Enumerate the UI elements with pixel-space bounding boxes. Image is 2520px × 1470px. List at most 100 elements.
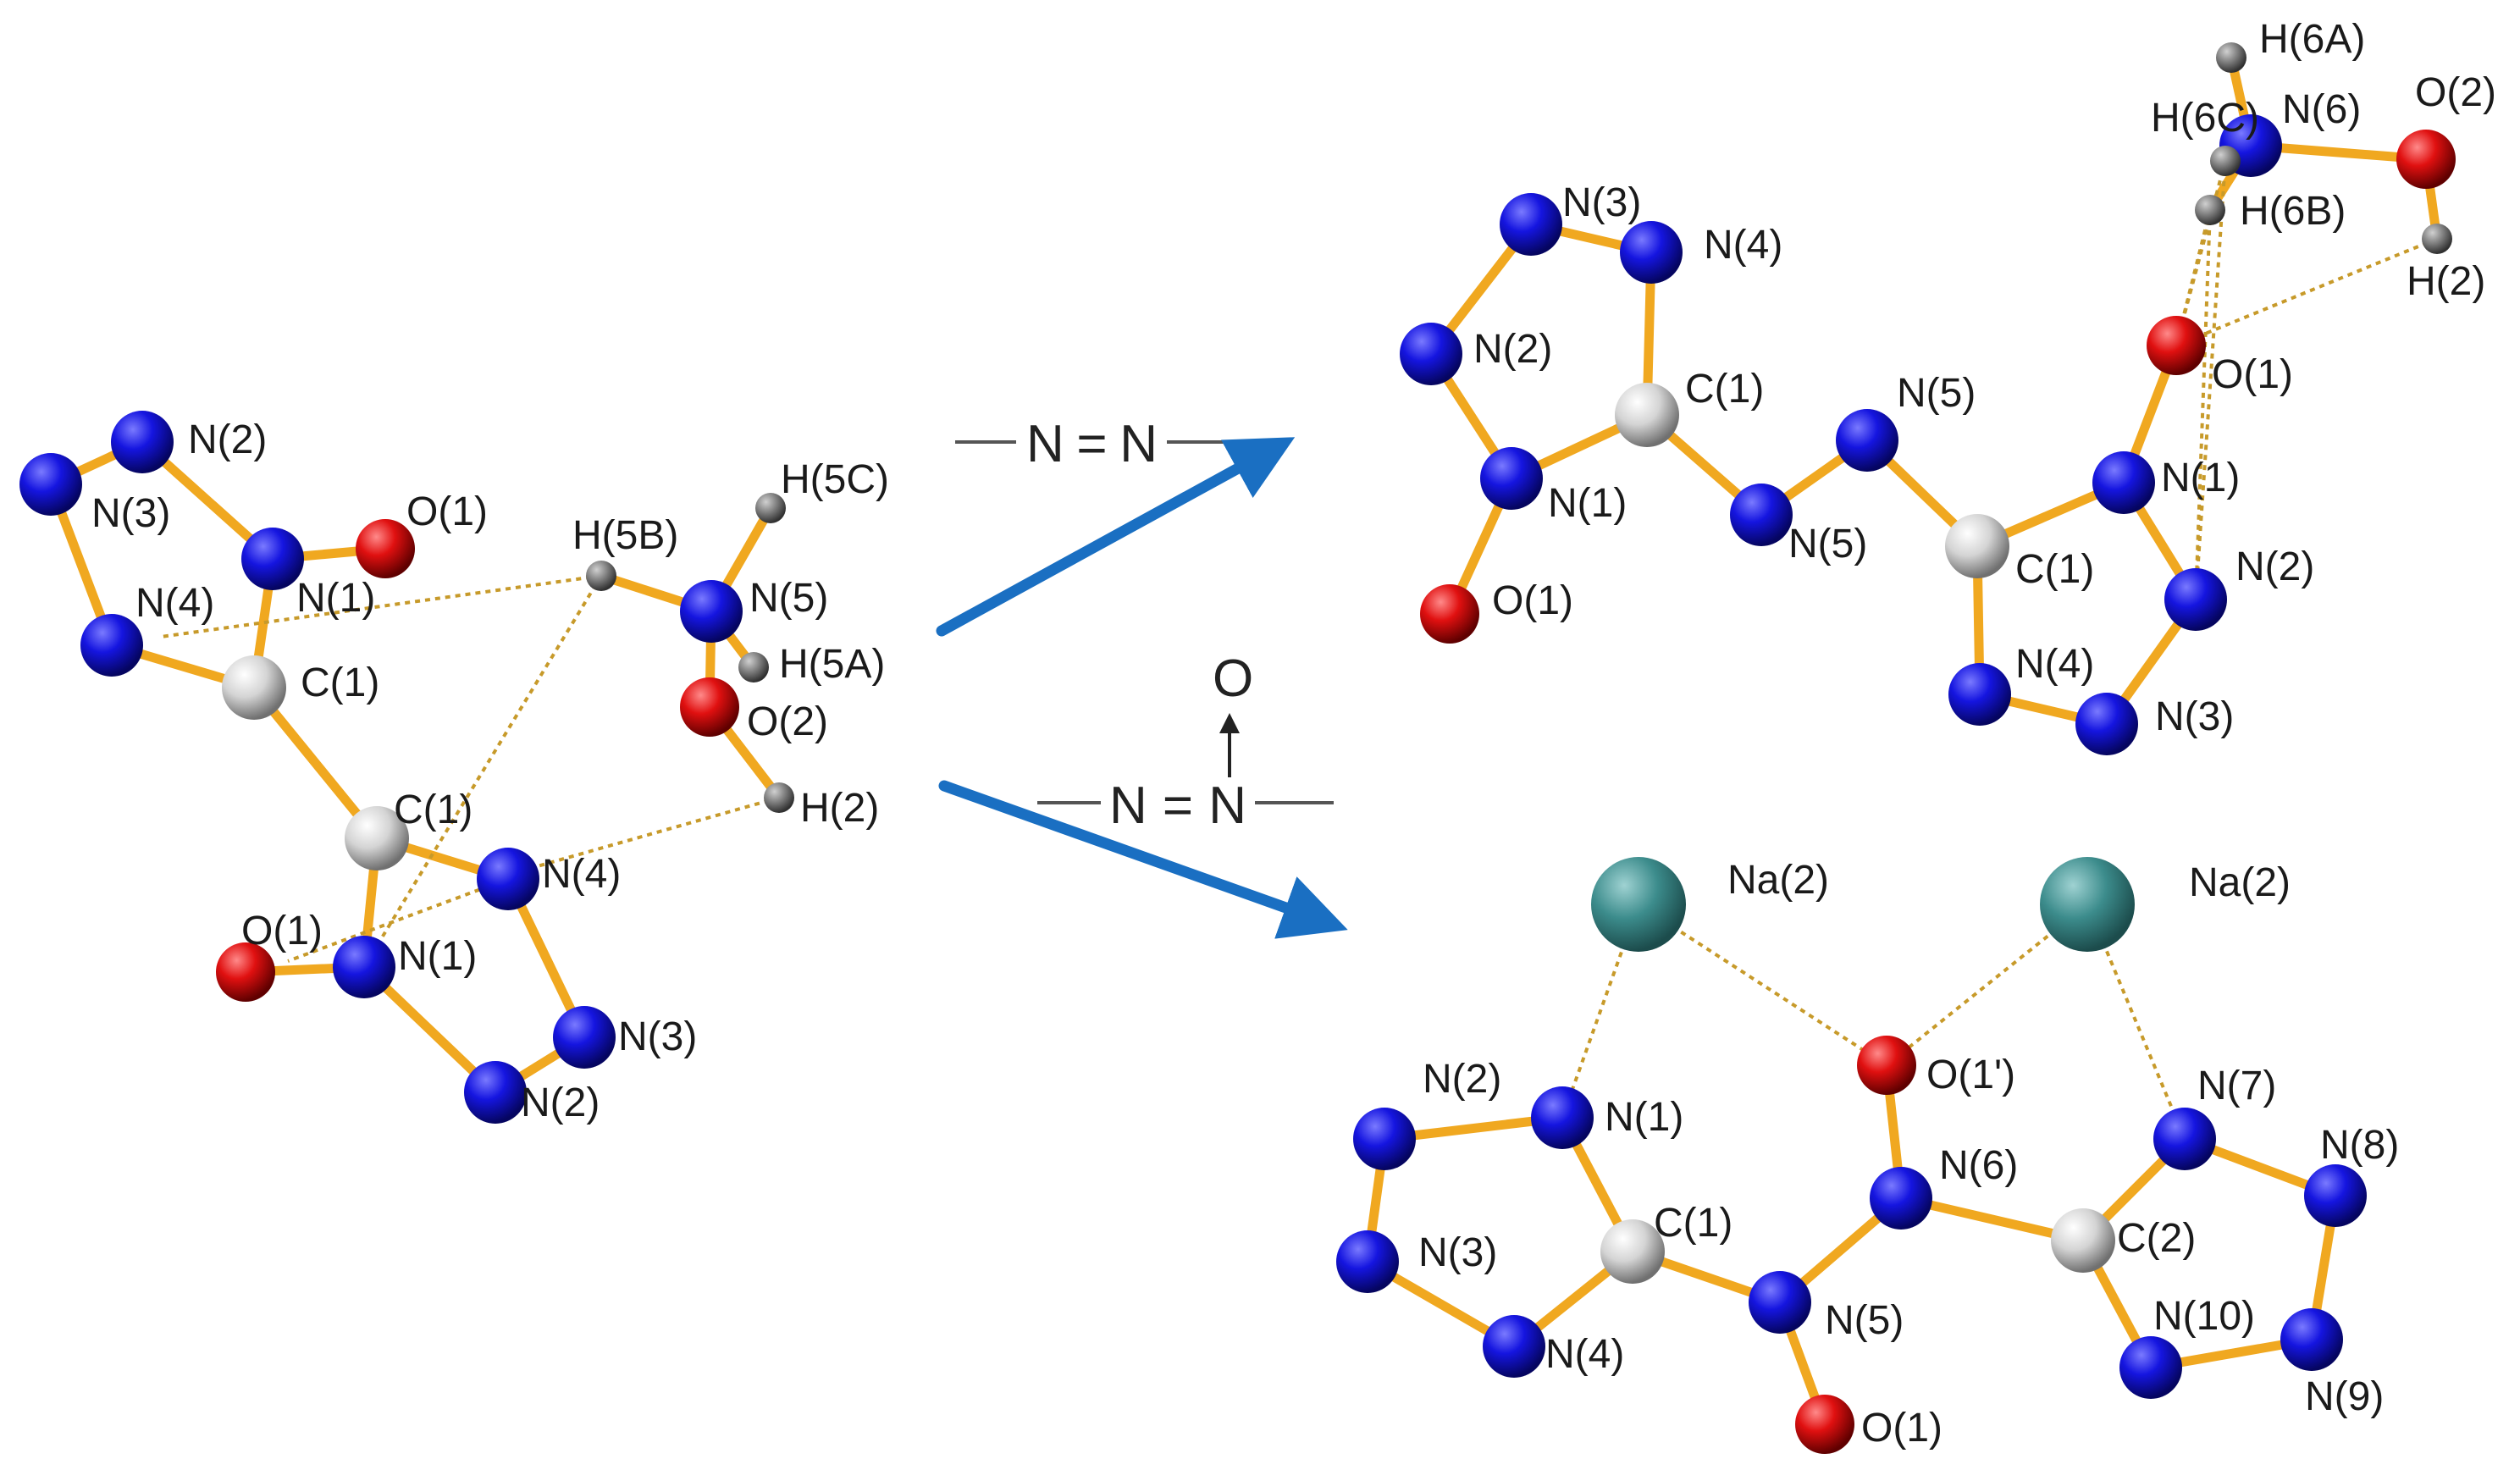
atom-nitrogen	[1400, 323, 1462, 385]
atom-label: C(1)	[2015, 547, 2094, 592]
atom-label: Na(2)	[1727, 858, 1829, 903]
atom-label: N(5)	[1825, 1298, 1904, 1343]
atom-oxygen	[2147, 316, 2206, 375]
atom-nitrogen	[1836, 409, 1898, 472]
atom-label: C(1)	[394, 788, 472, 832]
atom-hydrogen	[764, 782, 794, 813]
atom-hydrogen	[2422, 224, 2452, 254]
atom-hydrogen	[755, 493, 786, 523]
top-right-labels: H(6A) H(6C) N(6) O(2) N(3) H(6B) N(4) H(…	[1473, 17, 2496, 739]
atom-nitrogen	[2092, 451, 2155, 514]
atom-label: N(10)	[2153, 1294, 2255, 1339]
atom-label: N(4)	[1545, 1332, 1624, 1377]
atom-label: N(2)	[2235, 544, 2314, 589]
arrow-to-azo	[936, 437, 1296, 637]
atom-label: H(6C)	[2151, 96, 2259, 141]
atom-oxygen	[1420, 584, 1479, 644]
atom-nitrogen	[1500, 193, 1562, 256]
atom-nitrogen	[2153, 1108, 2216, 1170]
atom-hydrogen	[586, 561, 616, 591]
azoxy-formula: N=N	[1109, 776, 1246, 835]
left-molecule: N(2) N(3) O(1) H(5B) H(5C) N(4) N(1) N(5…	[19, 411, 889, 1125]
atom-label: H(6B)	[2240, 189, 2346, 234]
atom-label: N(1)	[296, 576, 375, 621]
atom-label: H(5A)	[779, 642, 885, 687]
atom-label: H(6A)	[2259, 17, 2365, 62]
atom-label: H(2)	[2407, 259, 2485, 304]
atom-carbon	[345, 806, 409, 870]
atom-label: O(2)	[2415, 70, 2496, 115]
atom-label: O(1')	[1926, 1053, 2015, 1097]
atom-label: N(4)	[2015, 642, 2094, 687]
atom-nitrogen	[1531, 1086, 1594, 1149]
atom-carbon	[1945, 514, 2009, 578]
atom-label: O(1)	[1492, 578, 1573, 623]
atom-nitrogen	[1480, 447, 1543, 510]
atom-label: O(1)	[1861, 1406, 1942, 1451]
top-right-molecule: H(6A) H(6C) N(6) O(2) N(3) H(6B) N(4) H(…	[1400, 17, 2496, 755]
atom-label: O(1)	[241, 909, 323, 953]
atom-label: N(3)	[91, 491, 170, 536]
atom-label: N(3)	[618, 1014, 697, 1059]
atom-label: C(1)	[1654, 1201, 1732, 1246]
atom-label: H(5B)	[572, 513, 678, 558]
atom-oxygen	[680, 677, 739, 737]
atom-label: N(4)	[1704, 223, 1782, 268]
top-right-atoms	[1400, 42, 2456, 755]
atom-label: N(5)	[1897, 371, 1976, 416]
atom-sodium	[2040, 857, 2135, 952]
atom-label: N(6)	[1939, 1143, 2018, 1188]
atom-nitrogen	[1483, 1315, 1545, 1378]
atom-label: N(2)	[521, 1080, 600, 1125]
atom-nitrogen	[80, 614, 143, 677]
atom-label: C(1)	[301, 660, 379, 705]
atom-oxygen	[356, 519, 415, 578]
atom-carbon	[1600, 1219, 1665, 1284]
atom-hydrogen	[2210, 146, 2241, 176]
atom-label: N(3)	[1418, 1230, 1497, 1275]
atom-hydrogen	[738, 652, 769, 682]
atom-label: N(3)	[2155, 694, 2234, 739]
atom-carbon	[2051, 1208, 2115, 1273]
atom-label: O(1)	[406, 489, 488, 534]
atom-nitrogen	[111, 411, 174, 473]
atom-nitrogen	[1948, 663, 2011, 726]
atom-nitrogen	[477, 848, 539, 910]
atom-oxygen	[216, 942, 275, 1002]
atom-nitrogen	[464, 1061, 527, 1124]
atom-nitrogen	[2075, 693, 2138, 755]
atom-label: N(5)	[749, 576, 828, 621]
atom-nitrogen	[2164, 568, 2227, 631]
atom-label: H(2)	[800, 786, 879, 831]
atom-label: N(6)	[2282, 87, 2361, 132]
atom-label: H(5C)	[781, 457, 889, 502]
atom-hydrogen	[2195, 195, 2225, 225]
atom-nitrogen	[1353, 1108, 1416, 1170]
atom-sodium	[1591, 857, 1686, 952]
atom-oxygen	[1795, 1395, 1854, 1454]
atom-nitrogen	[680, 580, 743, 643]
atom-oxygen	[2396, 130, 2456, 189]
atom-label: C(2)	[2117, 1216, 2196, 1261]
atom-label: N(3)	[1562, 180, 1641, 225]
atom-nitrogen	[2119, 1336, 2182, 1399]
atom-carbon	[1615, 383, 1679, 447]
atom-label: N(4)	[542, 852, 621, 897]
atom-nitrogen	[1730, 484, 1793, 546]
bottom-right-labels: Na(2) Na(2) O(1') N(2) N(1) N(7) N(6) N(…	[1418, 858, 2399, 1451]
bottom-right-atoms	[1336, 857, 2367, 1454]
left-labels: N(2) N(3) O(1) H(5B) H(5C) N(4) N(1) N(5…	[91, 417, 889, 1125]
arrow-to-azoxy	[938, 780, 1348, 939]
atom-label: N(5)	[1788, 522, 1867, 566]
atom-label: N(1)	[1605, 1095, 1683, 1140]
azo-formula: N=N	[1026, 415, 1158, 473]
atom-nitrogen	[1749, 1271, 1811, 1334]
atom-nitrogen	[1336, 1230, 1399, 1293]
azoxy-oxygen: O	[1213, 649, 1253, 708]
atom-label: C(1)	[1685, 367, 1764, 412]
atom-label: O(1)	[2212, 352, 2293, 397]
atom-label: N(1)	[398, 934, 477, 979]
atom-nitrogen	[241, 528, 304, 590]
atom-label: N(7)	[2197, 1064, 2276, 1108]
